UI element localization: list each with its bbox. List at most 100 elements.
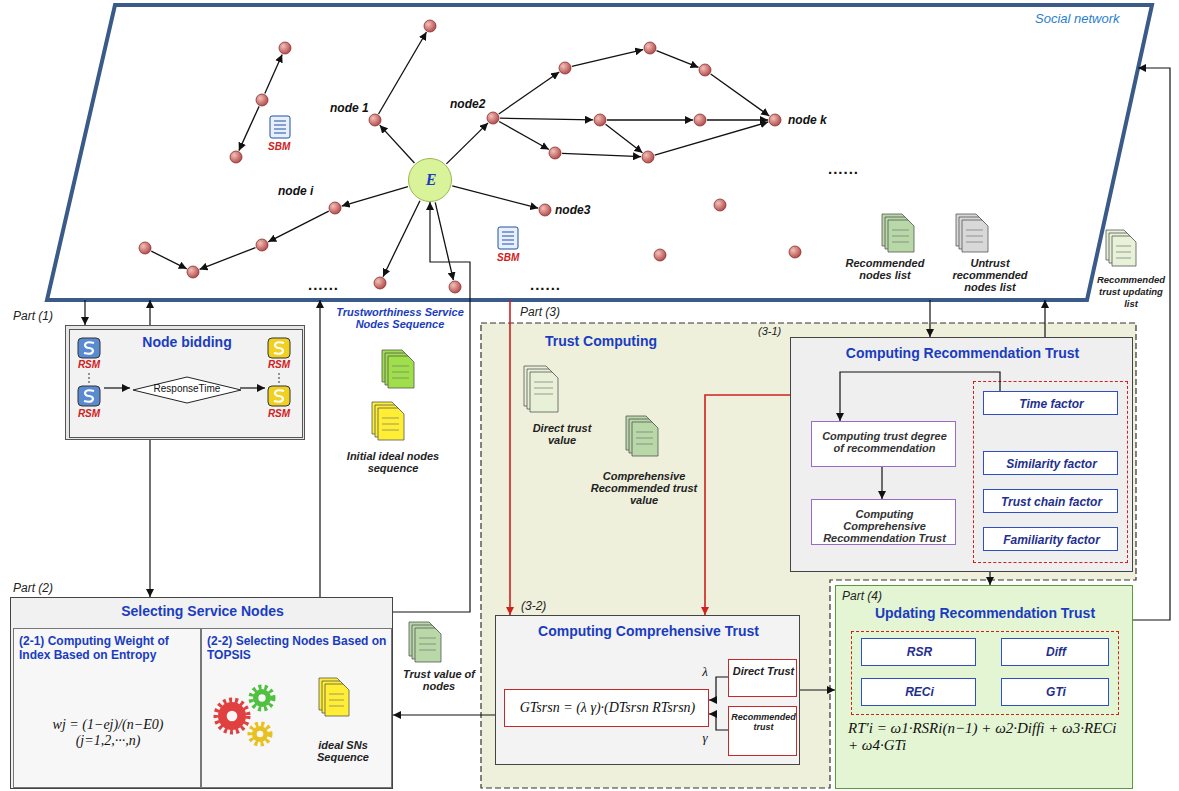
document-line	[636, 444, 653, 445]
network-node-dot	[369, 114, 381, 126]
process-box: (3-2)Computing Comprehensive TrustGTsrsn…	[495, 615, 800, 765]
document-line	[636, 432, 653, 433]
rsm-icon-mark	[274, 390, 284, 401]
node-label: node 1	[330, 101, 376, 115]
node-title: GTsrsn = (λ γ)·(DTsrsn RTsrsn)	[507, 700, 708, 716]
gear-icon	[252, 726, 268, 742]
connector-arrow	[509, 300, 511, 615]
document-line	[892, 236, 909, 237]
gear-icon	[253, 689, 271, 707]
connector-arrow	[989, 572, 990, 585]
node-title: Part (1)	[13, 309, 69, 323]
network-node-dot	[487, 112, 499, 124]
message-icon-line	[274, 129, 286, 130]
message-icon-line	[502, 236, 514, 237]
network-node-dot	[329, 202, 341, 214]
message-label: RSM	[264, 359, 294, 370]
document-line	[382, 418, 399, 419]
node-title: Part (2)	[13, 581, 73, 595]
network-node-dot	[449, 281, 461, 293]
node-text: ideal SNs Sequence	[297, 739, 389, 763]
message-icon	[270, 116, 290, 138]
document-icon	[325, 684, 349, 716]
network-link	[499, 121, 549, 149]
message-icon-line	[274, 133, 286, 134]
network-link	[655, 122, 769, 155]
connector-arrow	[709, 714, 728, 730]
rsm-separator	[279, 373, 280, 384]
outline-shape	[481, 323, 1136, 788]
document-label: Comprehensive Recommended trust value	[588, 470, 700, 506]
network-link	[379, 32, 427, 114]
rsm-icon	[268, 386, 290, 406]
factor-box: Similarity factor	[983, 451, 1118, 475]
rsm-icon	[78, 386, 100, 406]
ellipsis: ......	[828, 160, 868, 177]
document-line	[419, 638, 436, 639]
process-box: Computing trust degree of recommendation	[811, 421, 956, 467]
network-node-dot	[699, 64, 711, 76]
document-icon	[415, 628, 441, 662]
document-line	[329, 694, 344, 695]
node-title: RSR	[862, 645, 977, 659]
document-line	[392, 378, 409, 379]
document-label: Direct trust value	[520, 422, 604, 446]
network-link	[265, 54, 282, 93]
network-node-dot	[769, 114, 781, 126]
node-text: Computing Comprehensive Trust	[496, 623, 801, 639]
document-line	[636, 438, 653, 439]
node-title: Part (3)	[520, 305, 580, 319]
node-title: (2-2) Selecting Nodes Based on TOPSIS	[207, 634, 388, 662]
document-line	[966, 236, 983, 237]
document-icon	[632, 422, 658, 456]
document-label: Trust value of nodes	[396, 668, 482, 692]
node-title: Part (4)	[842, 589, 902, 603]
node-title: Time factor	[984, 397, 1119, 411]
gear-teeth	[250, 724, 270, 744]
document-line	[329, 706, 344, 707]
gear-teeth	[216, 700, 248, 732]
connector-arrow	[1133, 68, 1170, 620]
rsm-icon-mark	[84, 390, 94, 401]
connector-arrow	[840, 372, 1000, 421]
gear-icon	[218, 702, 246, 730]
node-title: Computing trust degree of recommendation	[816, 430, 953, 454]
connector-arrow	[1044, 300, 1045, 337]
network-node-dot	[374, 277, 386, 289]
node-title: Direct Trust	[731, 665, 796, 677]
network-node-dot	[139, 242, 151, 254]
node-title: Similarity factor	[984, 457, 1119, 471]
node-title: Node bidding	[110, 334, 264, 350]
network-link	[435, 202, 453, 280]
connector-arrow	[149, 300, 150, 325]
formula-box: GTsrsn = (λ γ)·(DTsrsn RTsrsn)	[504, 689, 709, 727]
document-line	[534, 382, 553, 383]
process-box: Recommended trust	[728, 706, 797, 756]
network-node-dot	[654, 249, 666, 261]
document-line	[382, 424, 399, 425]
document-line	[892, 230, 909, 231]
flow-arrow	[240, 387, 265, 388]
factor-box: RECi	[861, 678, 976, 706]
process-box: Computing Comprehensive Recommendation T…	[811, 499, 956, 545]
node-title: Trust chain factor	[984, 495, 1119, 509]
network-link	[452, 186, 538, 208]
network-link	[562, 153, 641, 156]
connector-arrow	[800, 689, 835, 690]
message-label: SBM	[268, 141, 298, 152]
message-icon-line	[502, 244, 514, 245]
node-text: Computing Recommendation Trust	[791, 345, 1134, 361]
document-line	[1116, 258, 1131, 259]
network-link	[200, 248, 256, 270]
network-link	[707, 119, 768, 120]
network-node-dot	[279, 42, 291, 54]
gear-hub	[258, 694, 265, 701]
connector-arrow	[319, 300, 320, 597]
factor-box: RSR	[861, 638, 976, 666]
document-line	[392, 366, 409, 367]
node-label: node2	[450, 97, 496, 111]
network-node-dot	[256, 94, 268, 106]
document-icon	[1112, 236, 1136, 266]
document-line	[892, 242, 909, 243]
